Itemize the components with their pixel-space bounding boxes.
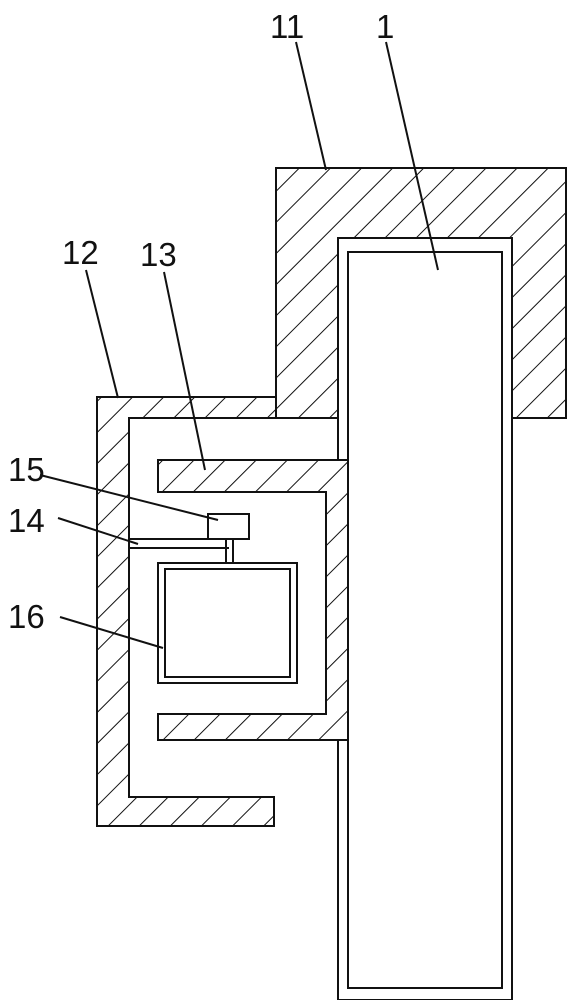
leader-line-13	[163, 271, 206, 471]
leader-line-14	[57, 517, 139, 545]
leader-line-1	[385, 41, 439, 271]
label-part-15: 15	[8, 451, 45, 488]
leader-line-11	[295, 41, 327, 171]
label-part-13: 13	[140, 236, 177, 273]
label-part-14: 14	[8, 502, 45, 539]
inner-housing-part-13	[157, 459, 349, 741]
label-part-16: 16	[8, 598, 45, 635]
side-bracket-part-12	[96, 396, 277, 827]
leader-line-16	[59, 616, 164, 649]
label-part-11: 11	[270, 8, 304, 45]
small-block-part-15	[207, 513, 250, 540]
label-part-1: 1	[376, 8, 394, 45]
label-part-12: 12	[62, 234, 99, 271]
square-component-inner-part-16	[164, 568, 291, 678]
leader-line-15	[39, 474, 219, 521]
main-column-inner-part-1	[347, 251, 503, 989]
leader-line-12	[85, 269, 119, 399]
